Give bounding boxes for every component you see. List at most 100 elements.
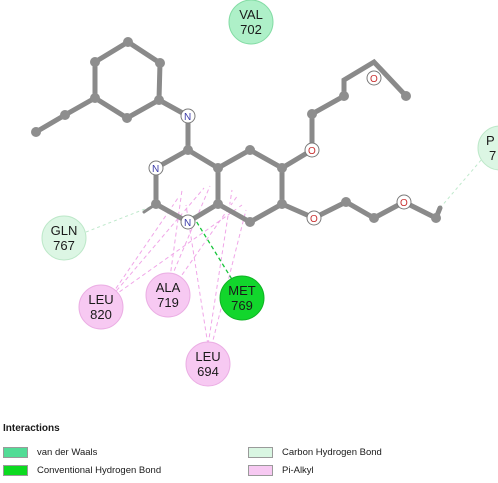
carbon-atom (155, 58, 165, 68)
residue-name: MET (228, 283, 256, 298)
ligand-molecule (33, 39, 443, 225)
residue-gln767: GLN 767 (41, 215, 87, 261)
oxygen-atom (304, 142, 320, 158)
residue-disc (477, 125, 498, 171)
carbon-atom (341, 197, 351, 207)
legend-title: Interactions (3, 423, 60, 434)
residue-val702: VAL 702 (228, 0, 274, 45)
nitrogen-atom (180, 214, 196, 230)
oxygen-atom (366, 70, 382, 86)
carbon-atom (154, 95, 164, 105)
phenyl-ring (92, 39, 163, 121)
carbon-atom (245, 145, 255, 155)
carbon-atom (151, 199, 161, 209)
carbon-atom (90, 93, 100, 103)
carbon-atom (339, 91, 349, 101)
pi-alkyl-lines (107, 185, 247, 361)
residue-name: VAL (239, 7, 263, 22)
nitrogen-atom (148, 160, 164, 176)
legend-item-van-der-waals: van der Waals (3, 444, 97, 460)
residue-number: 702 (240, 22, 262, 37)
oxygen-label: O (308, 146, 316, 157)
nitrogen-label: N (184, 218, 191, 229)
oxygen-label: O (310, 214, 318, 225)
carbon-atom (90, 57, 100, 67)
residue-disc (145, 272, 191, 318)
legend-item-pi-alkyl: Pi-Alkyl (248, 462, 314, 478)
residue-disc (78, 284, 124, 330)
carbon-hydrogen-bond-line-gln767 (85, 206, 151, 233)
residue-name: GLN (51, 223, 78, 238)
oxygen-atoms (304, 70, 412, 226)
nitrogen-atoms (148, 108, 196, 230)
oxygen-atom (306, 210, 322, 226)
legend-label: Conventional Hydrogen Bond (37, 464, 162, 476)
carbon-atom (122, 113, 132, 123)
residue-number: 719 (157, 295, 179, 310)
carbon-atom (213, 199, 223, 209)
legend-item-conventional-hydrogen-bond: Conventional Hydrogen Bond (3, 462, 161, 478)
residue-number: 7 (489, 148, 496, 163)
residue-number: 820 (90, 307, 112, 322)
residue-ala719: ALA 719 (145, 272, 191, 318)
residue-name: ALA (156, 280, 181, 295)
legend-label: Pi-Alkyl (282, 464, 314, 476)
hydrogen-bond-line-met769 (192, 215, 242, 295)
aromatic-pyrimidine (161, 155, 213, 217)
carbon-atom (401, 91, 411, 101)
pi-alkyl-line-leu694 (205, 189, 233, 359)
ethynyl-bond (62, 95, 98, 118)
carbon-hydrogen-bond-line-p7 (439, 151, 489, 209)
residue-disc (185, 341, 231, 387)
carbon-atom (60, 110, 70, 120)
aromatic-phenyl (100, 47, 155, 113)
carbon-atom (245, 217, 255, 227)
carbon-atom (213, 163, 223, 173)
pi-alkyl-line-leu694 (185, 204, 211, 359)
residue-disc (228, 0, 274, 45)
residue-leu820: LEU 820 (78, 284, 124, 330)
legend-swatch (248, 446, 273, 458)
aromatic-benzo (223, 155, 277, 217)
carbon-atoms (31, 37, 441, 227)
pi-alkyl-line-leu820 (111, 187, 205, 297)
carbon-atom (31, 127, 41, 137)
oxygen-label: O (400, 198, 408, 209)
residue-number: 767 (53, 238, 75, 253)
carbon-atom (277, 199, 287, 209)
residue-disc (219, 275, 265, 321)
pi-alkyl-line-ala719 (165, 185, 211, 291)
legend-label: Carbon Hydrogen Bond (282, 446, 382, 458)
residue-disc (41, 215, 87, 261)
methoxyethoxy-chain-lower (279, 199, 443, 222)
atoms: N N N O O O O (31, 37, 441, 230)
carbon-atom (277, 163, 287, 173)
residue-leu694: LEU 694 (185, 341, 231, 387)
legend-swatch (3, 446, 28, 458)
legend-label: van der Waals (37, 446, 98, 458)
carbon-atom (183, 145, 193, 155)
carbon-atom (369, 213, 379, 223)
nitrogen-label: N (184, 112, 191, 123)
residue-name: LEU (195, 349, 220, 364)
interaction-diagram: N N N O O O O VAL 702 GLN 767 LEU 820 AL… (31, 0, 498, 387)
interactions-legend: Interactions van der Waals Conventional … (0, 412, 498, 483)
legend-item-carbon-hydrogen-bond: Carbon Hydrogen Bond (248, 444, 382, 460)
residue-name: LEU (88, 292, 113, 307)
legend-swatch (248, 464, 273, 476)
residue-number: 769 (231, 298, 253, 313)
ethynyl-bond (33, 112, 68, 135)
residue-met769: MET 769 (219, 275, 265, 321)
carbon-atom (123, 37, 133, 47)
residue-partial-p7: P 7 (477, 125, 498, 171)
legend-swatch (3, 464, 28, 476)
oxygen-label: O (370, 74, 378, 85)
residue-name: P (486, 133, 495, 148)
oxygen-atom (396, 194, 412, 210)
nitrogen-atom (180, 108, 196, 124)
carbon-atom (431, 213, 441, 223)
residue-number: 694 (197, 364, 219, 379)
methoxyethoxy-chain-upper (279, 58, 409, 171)
benzo-ring (215, 147, 285, 225)
nitrogen-label: N (152, 164, 159, 175)
